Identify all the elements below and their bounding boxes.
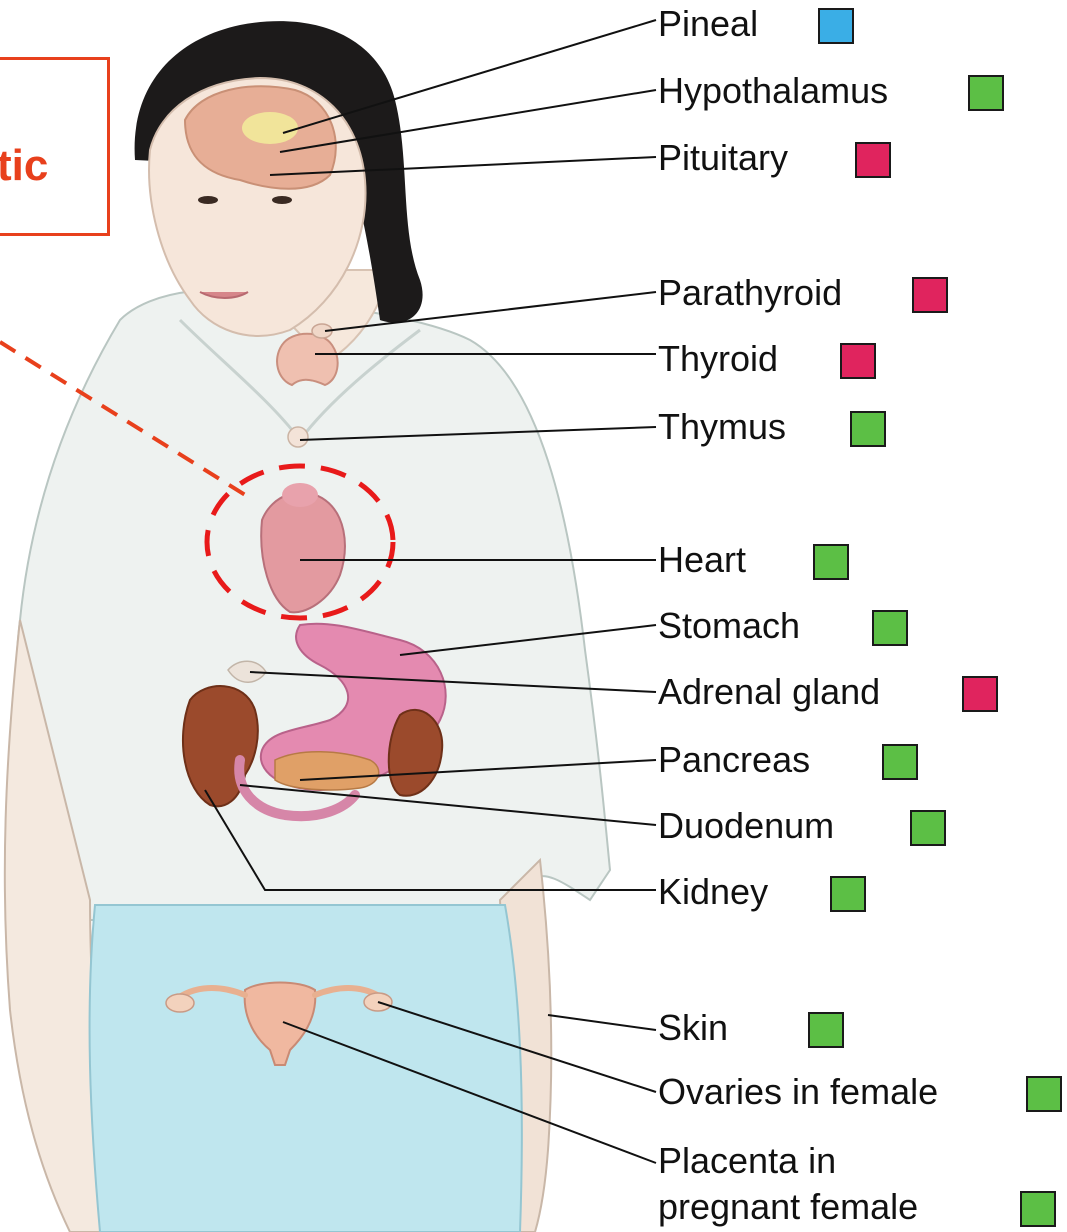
- swatch-stomach: [872, 610, 908, 646]
- swatch-heart: [813, 544, 849, 580]
- label-stomach: Stomach: [658, 608, 800, 644]
- leader-skin: [548, 1015, 656, 1030]
- label-hypothalamus: Hypothalamus: [658, 73, 888, 109]
- label-duodenum: Duodenum: [658, 808, 834, 844]
- label-kidney: Kidney: [658, 874, 768, 910]
- label-thymus: Thymus: [658, 409, 786, 445]
- swatch-thymus: [850, 411, 886, 447]
- pancreas-organ: [275, 752, 379, 790]
- eye-left: [198, 196, 218, 204]
- swatch-duodenum: [910, 810, 946, 846]
- swatch-pancreas: [882, 744, 918, 780]
- thyroid-organ: [277, 334, 338, 385]
- thymus-organ: [288, 427, 308, 447]
- label-placenta-line-1: Placenta in: [658, 1143, 836, 1179]
- brain-center: [242, 112, 298, 144]
- label-ovaries: Ovaries in female: [658, 1074, 938, 1110]
- label-parathyroid: Parathyroid: [658, 275, 842, 311]
- swatch-parathyroid: [912, 277, 948, 313]
- callout-box: tic: [0, 57, 110, 236]
- swatch-ovaries: [1026, 1076, 1062, 1112]
- label-heart: Heart: [658, 542, 746, 578]
- swatch-adrenal: [962, 676, 998, 712]
- swatch-kidney: [830, 876, 866, 912]
- label-skin: Skin: [658, 1010, 728, 1046]
- swatch-thyroid: [840, 343, 876, 379]
- label-pineal: Pineal: [658, 6, 758, 42]
- label-pancreas: Pancreas: [658, 742, 810, 778]
- ovary-left: [166, 994, 194, 1012]
- callout-text: tic: [0, 144, 48, 188]
- heart-top: [282, 483, 318, 507]
- label-placenta-line-2: pregnant female: [658, 1189, 918, 1225]
- label-pituitary: Pituitary: [658, 140, 788, 176]
- swatch-hypothalamus: [968, 75, 1004, 111]
- eye-right: [272, 196, 292, 204]
- swatch-pituitary: [855, 142, 891, 178]
- label-thyroid: Thyroid: [658, 341, 778, 377]
- swatch-skin: [808, 1012, 844, 1048]
- swatch-pineal: [818, 8, 854, 44]
- pants: [90, 905, 522, 1232]
- swatch-placenta: [1020, 1191, 1056, 1227]
- label-adrenal: Adrenal gland: [658, 674, 880, 710]
